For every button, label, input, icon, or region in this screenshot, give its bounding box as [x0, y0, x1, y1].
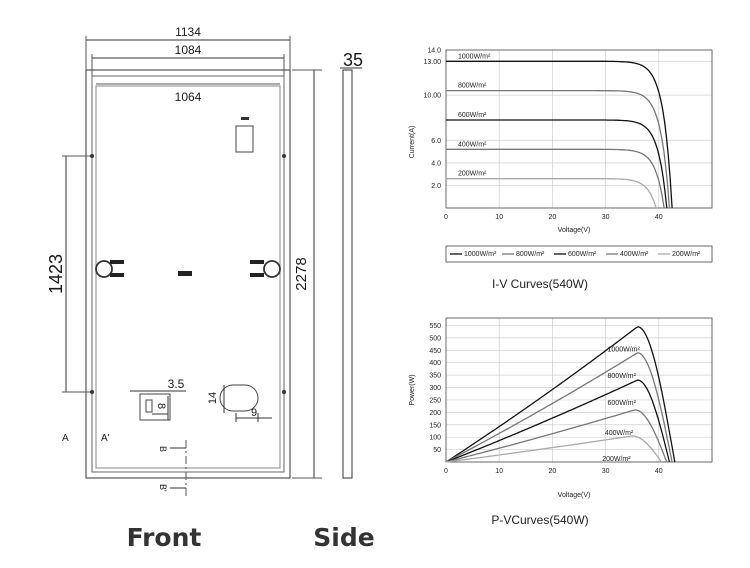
- dim-thickness: 35: [343, 50, 363, 70]
- pv-xtick-label: 20: [549, 468, 557, 475]
- iv-ytick-label: 13.00: [423, 59, 441, 66]
- junction-box: [235, 125, 254, 153]
- pv-curve: [445, 379, 671, 463]
- side-view: [340, 67, 362, 479]
- iv-curve-label: 400W/m²: [458, 141, 487, 148]
- pv-curve: [445, 409, 668, 463]
- pv-chart: 550 500 450 400 350 300 250 200 150 100 50 0 10 20 30…: [409, 317, 713, 527]
- dim-hole-1: 3.5: [168, 377, 185, 391]
- section-label-b: B: [158, 446, 168, 452]
- dim-hole-2: 8: [155, 403, 167, 409]
- side-frame: [342, 69, 353, 479]
- iv-xtick-label: 40: [655, 214, 663, 221]
- iv-curve: [446, 89, 671, 209]
- iv-curve: [446, 119, 668, 209]
- pv-curve-label: 1000W/m²: [608, 347, 641, 354]
- pv-ytick-label: 550: [429, 323, 441, 330]
- iv-chart: 14.0 13.00 10.00 6.0 4.0 2.0 0 10 20 30 40 1000W/…: [409, 48, 713, 291]
- dim-glass-width: 1064: [175, 90, 202, 104]
- pv-ytick-label: 500: [429, 335, 441, 342]
- iv-ytick-label: 10.00: [423, 93, 441, 100]
- iv-curve: [446, 60, 673, 209]
- iv-chart-title: I-V Curves(540W): [492, 277, 588, 291]
- side-caption: Side: [313, 523, 374, 552]
- cable-connector-center: [178, 271, 192, 276]
- iv-xlabel: Voltage(V): [558, 227, 591, 234]
- slot-detail: [219, 384, 272, 422]
- panel-glass: [95, 85, 281, 469]
- section-label-a: A: [62, 433, 69, 444]
- front-view: [62, 36, 322, 496]
- pv-ytick-label: 200: [429, 410, 441, 417]
- pv-ytick-label: 400: [429, 360, 441, 367]
- pv-plot-area: [445, 317, 713, 463]
- pv-curve: [445, 435, 663, 463]
- iv-ylabel: Current(A): [409, 126, 416, 159]
- iv-legend-label: 600W/m²: [568, 251, 597, 258]
- iv-ytick-label: 14.0: [427, 48, 441, 55]
- front-caption: Front: [127, 523, 202, 552]
- iv-plot-area: [445, 49, 713, 209]
- pv-ytick-label: 350: [429, 373, 441, 380]
- iv-xtick-label: 0: [444, 214, 448, 221]
- pv-ytick-label: 50: [433, 447, 441, 454]
- iv-ytick-label: 6.0: [431, 138, 441, 145]
- dim-slot-2: 9: [251, 407, 257, 419]
- dim-slot-1: 14: [207, 392, 219, 404]
- pv-xtick-label: 0: [444, 468, 448, 475]
- pv-curve-label: 600W/m²: [608, 400, 637, 407]
- pv-chart-title: P-VCurves(540W): [491, 513, 588, 527]
- pv-ytick-label: 300: [429, 385, 441, 392]
- panel-outer-frame: [85, 69, 291, 479]
- pv-curve-label: 400W/m²: [605, 430, 634, 437]
- iv-curve-label: 600W/m²: [458, 112, 487, 119]
- panel-inner-frame: [91, 75, 285, 473]
- iv-curve-label: 200W/m²: [458, 171, 487, 178]
- iv-legend-label: 1000W/m²: [464, 251, 497, 258]
- cable-connector-left: [95, 260, 124, 278]
- pv-ytick-label: 450: [429, 348, 441, 355]
- pv-xlabel: Voltage(V): [558, 492, 591, 499]
- iv-xtick-label: 20: [549, 214, 557, 221]
- pv-xtick-label: 40: [655, 468, 663, 475]
- iv-xtick-label: 10: [495, 214, 503, 221]
- pv-ytick-label: 250: [429, 397, 441, 404]
- dim-inner-width: 1084: [175, 43, 202, 57]
- dim-mount-spacing: 1423: [46, 254, 66, 294]
- pv-curve-label: 200W/m²: [602, 456, 631, 463]
- iv-curve: [446, 148, 665, 209]
- dim-height: 2278: [293, 257, 310, 290]
- iv-legend-label: 200W/m²: [672, 251, 701, 258]
- iv-curve-label: 1000W/m²: [458, 53, 491, 60]
- iv-curve-label: 800W/m²: [458, 83, 487, 90]
- iv-curve: [446, 178, 657, 209]
- pv-xtick-label: 30: [602, 468, 610, 475]
- iv-legend-label: 800W/m²: [516, 251, 545, 258]
- section-label-b2: B': [158, 484, 168, 492]
- cable-connector-right: [250, 260, 281, 278]
- iv-legend-label: 400W/m²: [620, 251, 649, 258]
- iv-xtick-label: 30: [602, 214, 610, 221]
- iv-ytick-label: 2.0: [431, 183, 441, 190]
- mounting-hole-detail: [130, 390, 186, 421]
- section-label-a2: A': [101, 433, 110, 444]
- iv-ytick-label: 4.0: [431, 160, 441, 167]
- pv-ylabel: Power(W): [409, 374, 416, 405]
- pv-curve-label: 800W/m²: [608, 373, 637, 380]
- pv-xtick-label: 10: [495, 468, 503, 475]
- dim-total-width: 1134: [175, 25, 201, 39]
- iv-legend: [445, 245, 713, 263]
- pv-ytick-label: 100: [429, 435, 441, 442]
- pv-ytick-label: 150: [429, 422, 441, 429]
- pv-curve: [445, 352, 673, 463]
- pv-curve: [445, 326, 676, 463]
